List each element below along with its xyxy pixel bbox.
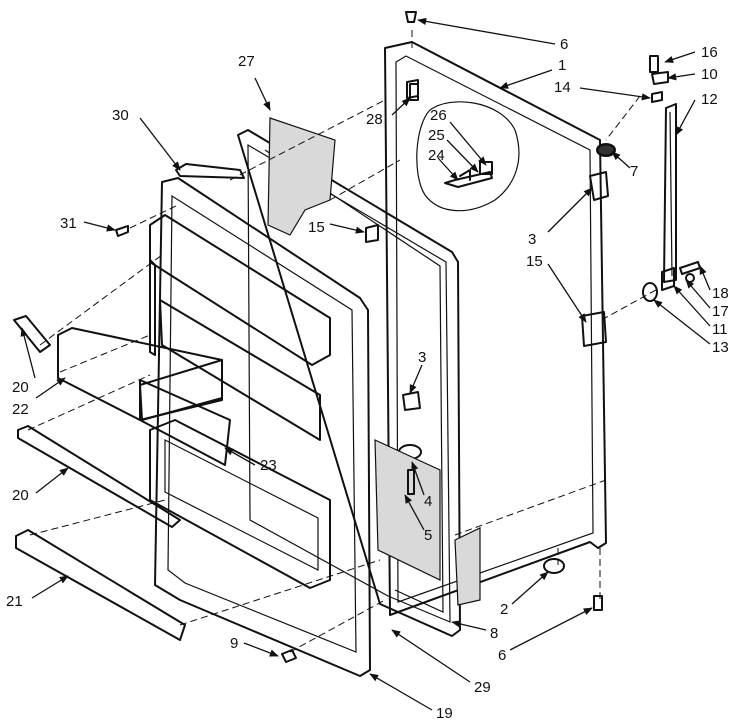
callout-30: 30 xyxy=(112,107,129,124)
callout-23: 23 xyxy=(260,457,277,474)
callout-8: 8 xyxy=(490,625,498,642)
callout-7: 7 xyxy=(630,163,638,180)
callout-5: 5 xyxy=(424,527,432,544)
callout-24: 24 xyxy=(428,147,445,164)
callout-6-bottom: 6 xyxy=(498,647,506,664)
callout-4: 4 xyxy=(424,493,432,510)
callout-3-upper: 3 xyxy=(528,231,536,248)
callout-6-top: 6 xyxy=(560,36,568,53)
door-shelves xyxy=(13,315,231,641)
callout-9: 9 xyxy=(230,635,238,652)
callout-19: 19 xyxy=(436,705,453,722)
callout-15-inner: 15 xyxy=(308,219,325,236)
screws xyxy=(115,11,603,663)
callout-labels: 6 1 16 10 14 12 27 28 26 25 24 7 30 31 1… xyxy=(6,36,729,722)
callout-10: 10 xyxy=(701,66,718,83)
insulation-panels xyxy=(267,117,481,606)
callout-14: 14 xyxy=(554,79,571,96)
inner-door-liner xyxy=(149,177,371,677)
callout-20-lower: 20 xyxy=(12,487,29,504)
callout-28: 28 xyxy=(366,111,383,128)
hinge-assembly xyxy=(642,55,701,302)
callout-21: 21 xyxy=(6,593,23,610)
assembly-lines xyxy=(27,30,657,653)
callout-13: 13 xyxy=(712,339,729,356)
callout-25: 25 xyxy=(428,127,445,144)
callout-15-outer: 15 xyxy=(526,253,543,270)
hinge-brackets xyxy=(365,79,616,460)
callout-16: 16 xyxy=(701,44,718,61)
hinge-pin xyxy=(597,144,615,156)
callout-27: 27 xyxy=(238,53,255,70)
callout-12: 12 xyxy=(701,91,718,108)
callout-22: 22 xyxy=(12,401,29,418)
callout-29: 29 xyxy=(474,679,491,696)
callout-17: 17 xyxy=(712,303,729,320)
callout-2: 2 xyxy=(500,601,508,618)
top-cap-strip xyxy=(175,163,245,179)
callout-20-upper: 20 xyxy=(12,379,29,396)
callout-3-lower: 3 xyxy=(418,349,426,366)
callout-11: 11 xyxy=(712,321,728,338)
leader-arrows xyxy=(20,17,711,711)
callout-26: 26 xyxy=(430,107,447,124)
callout-31: 31 xyxy=(60,215,77,232)
callout-1: 1 xyxy=(558,57,566,74)
callout-18: 18 xyxy=(712,285,729,302)
